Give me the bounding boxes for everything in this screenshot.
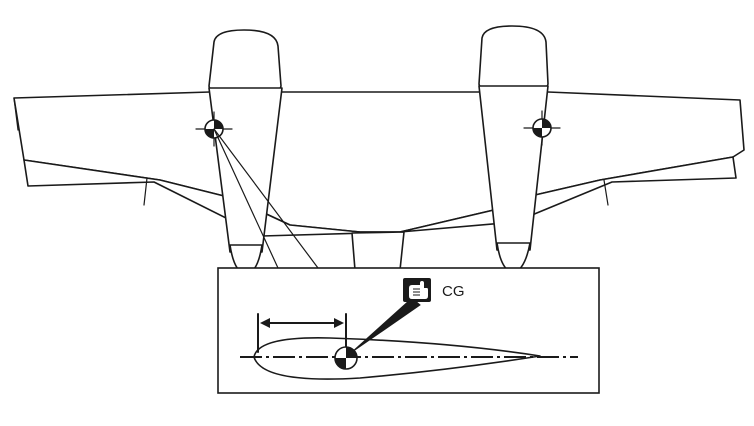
right-cg-marker: [523, 110, 561, 146]
airfoil-cg-marker: [334, 346, 358, 370]
main-wing: [13, 91, 745, 233]
airfoil-inset: CG: [217, 267, 600, 394]
left-nacelle-front: [208, 29, 282, 97]
callout-leader: [213, 128, 319, 269]
left-wingtip-mark: [13, 97, 19, 131]
cg-label: CG: [442, 283, 465, 300]
hand-pointer-icon: [403, 278, 431, 302]
right-aileron-split: [603, 179, 609, 206]
right-nacelle-body: [478, 85, 549, 251]
left-aileron-split: [143, 177, 148, 206]
center-fuselage: [351, 231, 405, 271]
right-nacelle-front: [478, 25, 549, 95]
aircraft-wing-topview: [13, 25, 745, 276]
cg-distance-bracket: [257, 313, 347, 353]
